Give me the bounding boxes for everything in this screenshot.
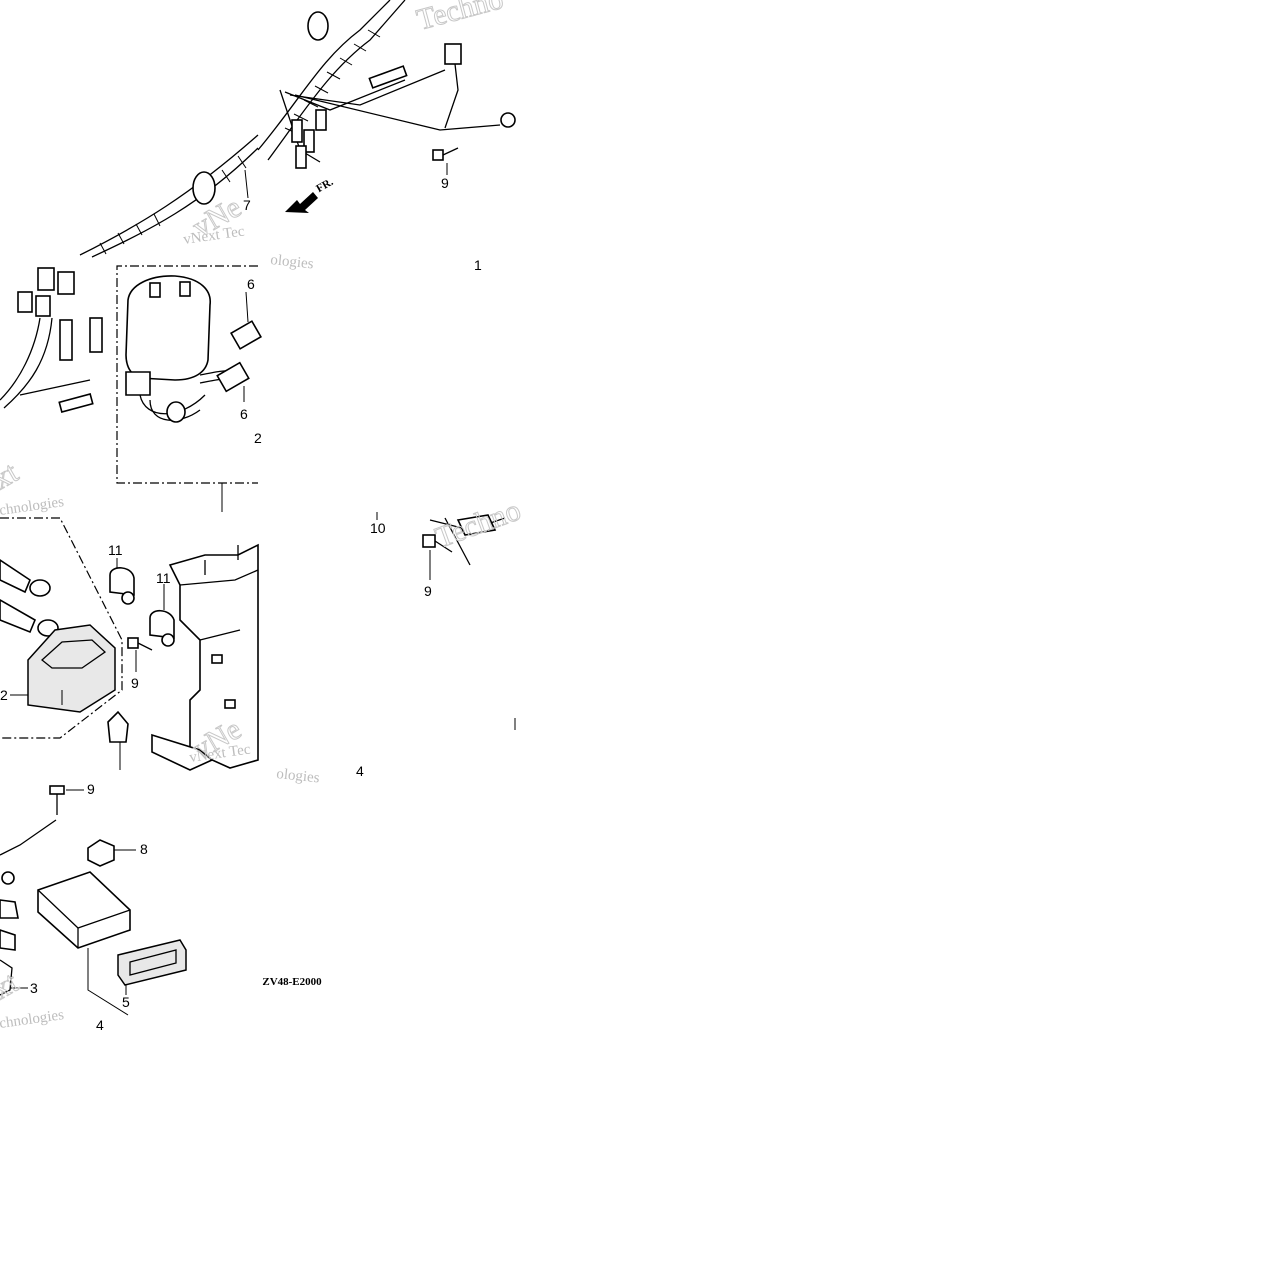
bolt-icon xyxy=(432,147,459,161)
watermark-text: xt xyxy=(0,455,24,496)
callouts: 9 7 1 6 6 2 10 11 11 9 9 2 4 9 8 3 5 4 xyxy=(0,175,482,1033)
bolt-icon xyxy=(127,637,153,672)
wire-harness-end xyxy=(257,0,516,213)
ignition-coil-group xyxy=(116,265,262,512)
callout-7: 7 xyxy=(243,197,251,213)
callout-9: 9 xyxy=(441,175,449,191)
front-direction-arrow-icon xyxy=(285,192,318,213)
connector-cluster xyxy=(0,267,103,413)
terminal-connectors xyxy=(291,109,327,169)
control-panel-bracket xyxy=(151,543,259,771)
clip-icon xyxy=(109,558,175,647)
watermark-text: ologies xyxy=(276,766,321,786)
watermark-text: chnologies xyxy=(0,1007,65,1032)
switch-icon xyxy=(87,839,115,867)
callout-4: 4 xyxy=(356,763,364,779)
spark-plug-cap-icon xyxy=(216,320,262,393)
callout-9: 9 xyxy=(87,781,95,797)
watermark-text: Techno xyxy=(431,494,525,555)
callout-9: 9 xyxy=(131,675,139,691)
callout-3: 3 xyxy=(30,980,38,996)
callout-1: 1 xyxy=(474,257,482,273)
harness-clamp-icon xyxy=(107,710,129,770)
callout-2: 2 xyxy=(254,430,262,446)
callout-6: 6 xyxy=(240,406,248,422)
callout-8: 8 xyxy=(140,841,148,857)
bolt-icon xyxy=(422,534,453,553)
watermark-text: Techno xyxy=(413,0,506,37)
cdi-unit-group xyxy=(0,785,187,1016)
callout-2: 2 xyxy=(0,687,8,703)
callout-11: 11 xyxy=(108,542,123,558)
callout-10: 10 xyxy=(370,520,386,536)
rubber-cap-icon xyxy=(0,559,59,637)
callout-9: 9 xyxy=(424,583,432,599)
watermark-text: ologies xyxy=(270,252,315,272)
callout-6: 6 xyxy=(247,276,255,292)
main-wire-harness xyxy=(79,134,259,258)
front-direction-label: FR. xyxy=(314,176,335,195)
callout-5: 5 xyxy=(122,994,130,1010)
bolt-icon xyxy=(49,785,65,815)
drawing-code: ZV48-E2000 xyxy=(262,976,322,988)
callout-11: 11 xyxy=(156,570,171,586)
watermark-text: chnologies xyxy=(0,494,65,519)
coil-holder-group xyxy=(0,517,123,739)
cover-clip-group xyxy=(376,512,516,730)
callout-4: 4 xyxy=(96,1017,104,1033)
